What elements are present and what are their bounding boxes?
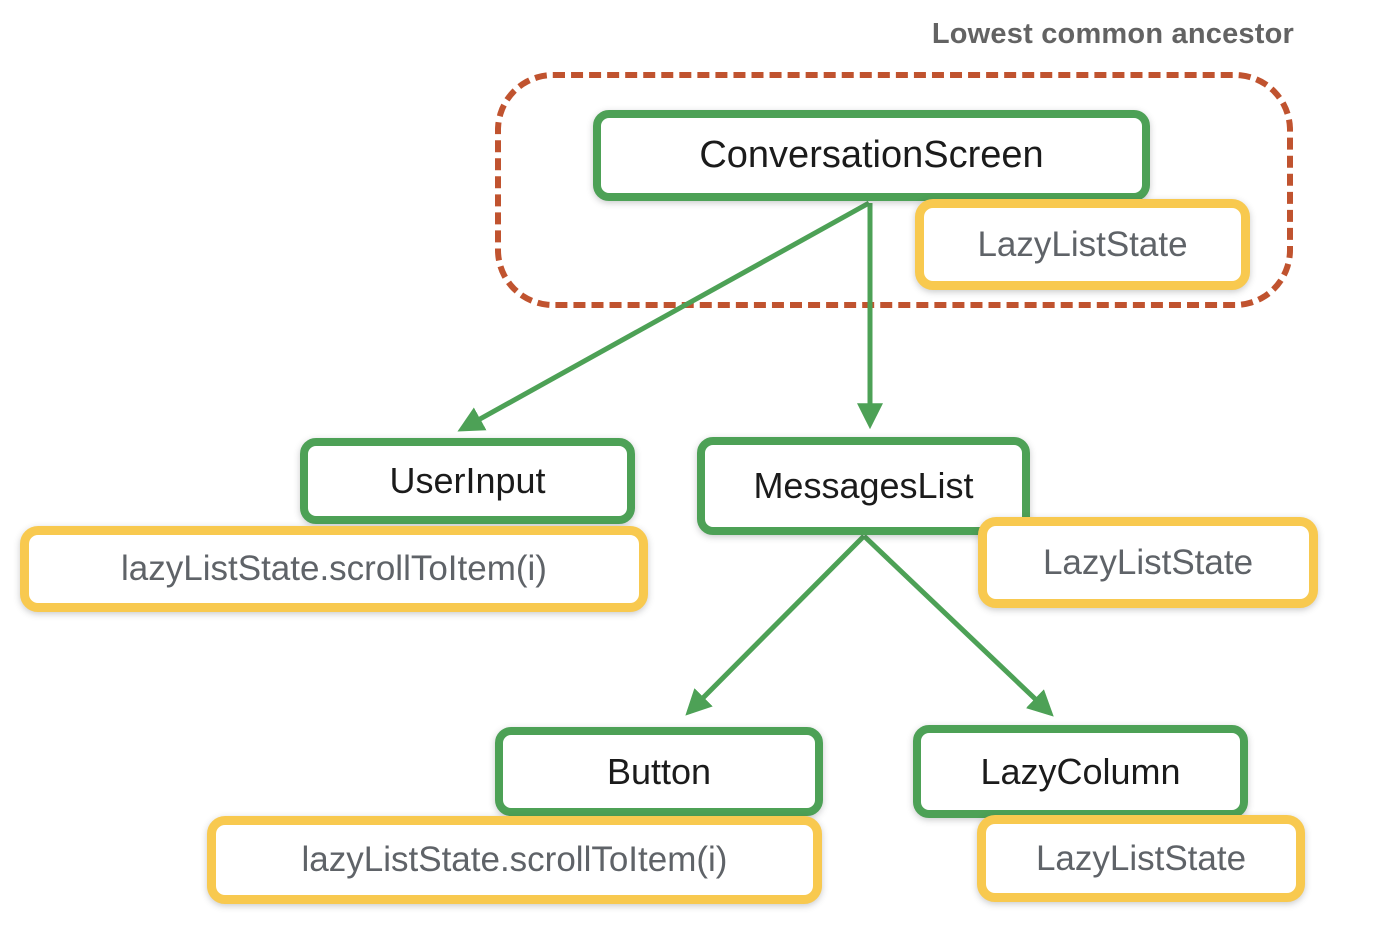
lowest-common-ancestor-outline	[495, 72, 1293, 308]
state-button-scrolltoitem-label: lazyListState.scrollToItem(i)	[301, 840, 728, 879]
node-userinput-label: UserInput	[389, 460, 546, 501]
state-conversationscreen-lazyliststate: LazyListState	[915, 199, 1250, 290]
state-messageslist-lazyliststate: LazyListState	[978, 517, 1318, 608]
node-lazycolumn-label: LazyColumn	[980, 750, 1181, 792]
state-lazycolumn-lazyliststate: LazyListState	[977, 815, 1305, 902]
node-messageslist-label: MessagesList	[753, 465, 974, 506]
node-conversationscreen: ConversationScreen	[593, 110, 1150, 201]
node-button: Button	[495, 727, 823, 816]
node-button-label: Button	[606, 750, 712, 792]
state-messageslist-lazyliststate-label: LazyListState	[1042, 542, 1254, 582]
node-lazycolumn: LazyColumn	[913, 725, 1248, 818]
node-userinput: UserInput	[300, 438, 635, 524]
node-conversationscreen-label: ConversationScreen	[699, 134, 1044, 176]
lowest-common-ancestor-label: Lowest common ancestor	[931, 18, 1294, 50]
state-userinput-scrolltoitem-label: lazyListState.scrollToItem(i)	[121, 549, 547, 588]
node-messageslist: MessagesList	[697, 437, 1030, 535]
state-lazycolumn-lazyliststate-label: LazyListState	[1035, 838, 1247, 878]
state-button-scrolltoitem: lazyListState.scrollToItem(i)	[207, 816, 822, 904]
state-conversationscreen-lazyliststate-label: LazyListState	[977, 224, 1188, 264]
edge-messageslist-button	[685, 534, 866, 716]
state-userinput-scrolltoitem: lazyListState.scrollToItem(i)	[20, 526, 648, 612]
